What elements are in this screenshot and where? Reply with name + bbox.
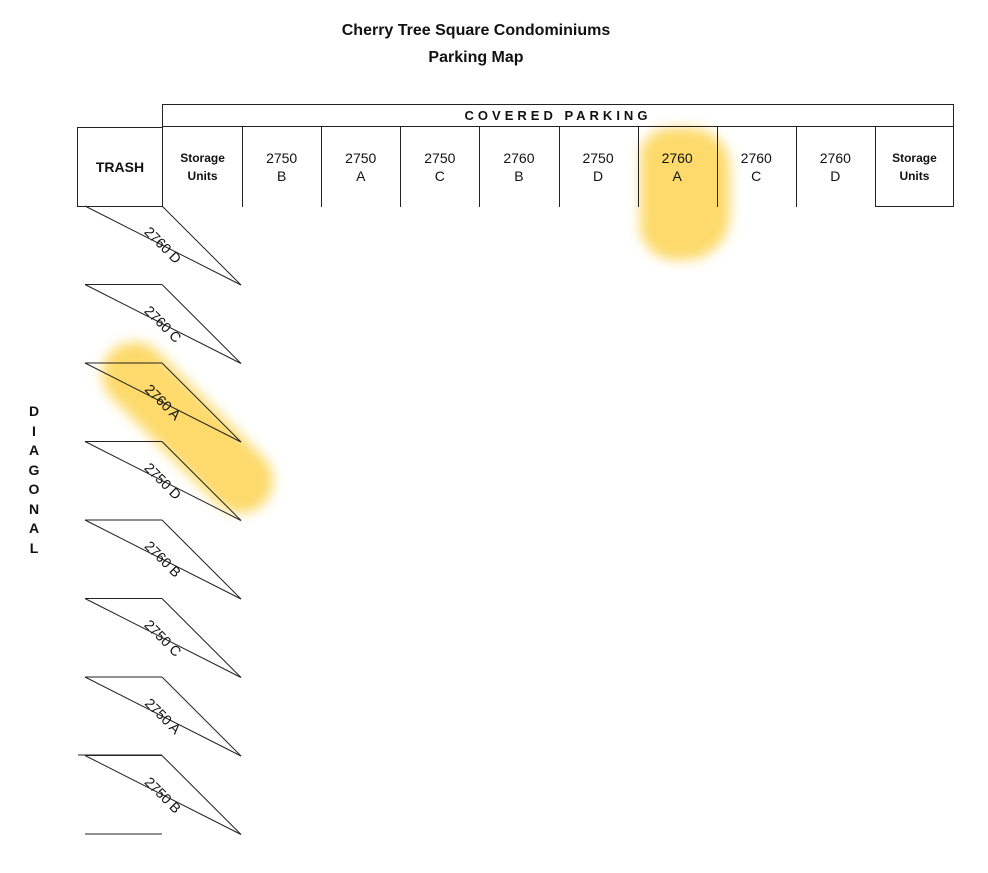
stall-divider	[637, 127, 639, 207]
spot-building: 2760	[503, 150, 535, 166]
diagonal-stall-line	[161, 676, 242, 757]
spot-unit: B	[276, 168, 287, 184]
diagonal-stall-line	[161, 441, 242, 521]
spot-building: 2750	[345, 150, 377, 166]
stall-divider	[400, 127, 402, 207]
diagonal-stall-line	[161, 362, 242, 443]
side-label-letter: N	[28, 500, 40, 517]
diagonal-stall-line	[84, 362, 242, 443]
side-label-letter: A	[28, 520, 40, 536]
covered-parking-header: COVERED PARKING	[162, 104, 954, 127]
spot-building: 2760	[661, 150, 693, 166]
diagonal-stall-line	[84, 284, 242, 364]
diagonal-stall-line	[84, 755, 242, 835]
stall-divider	[242, 127, 244, 207]
spot-unit: D	[830, 168, 841, 184]
diagonal-stall-line	[161, 755, 242, 835]
spot-building: Storage	[180, 151, 225, 165]
page-title: Cherry Tree Square Condominiums	[341, 22, 611, 39]
side-label-letter: L	[29, 539, 39, 556]
stall-divider	[795, 127, 797, 207]
side-label-letter: A	[28, 442, 40, 458]
spot-unit: B	[514, 168, 524, 184]
stall-divider	[321, 127, 323, 207]
side-label-letter: O	[28, 481, 40, 497]
diagonal-stall-line	[84, 441, 242, 521]
diagonal-stall-line	[84, 519, 242, 600]
spot-unit: C	[751, 168, 762, 184]
trash-area: TRASH	[77, 127, 163, 207]
stall-divider	[479, 127, 481, 207]
spot-building: 2760	[740, 150, 772, 166]
spot-unit: D	[592, 168, 604, 184]
spot-building: 2750	[582, 150, 614, 166]
spot-building: 2750	[424, 150, 456, 166]
page-subtitle: Parking Map	[428, 49, 524, 66]
spot-unit: A	[356, 168, 366, 184]
side-label-letter: D	[28, 403, 40, 419]
stall-divider	[558, 127, 560, 207]
spot-building: 2760	[819, 150, 851, 166]
spot-unit: Units	[899, 168, 930, 183]
diagonal-stall-line	[161, 519, 242, 600]
diagonal-stall-line	[84, 676, 242, 757]
diagonal-stall-line	[84, 598, 242, 678]
diagonal-stall-line	[84, 205, 242, 286]
spot-building: Storage	[892, 150, 937, 165]
diagonal-stall-line	[161, 284, 242, 364]
spot-unit: C	[434, 168, 445, 184]
spot-unit: Units	[187, 169, 218, 183]
highlight-covered-2760a	[640, 128, 730, 260]
spot-unit: A	[672, 168, 682, 184]
diagonal-stall-line	[161, 205, 242, 286]
diagonal-stall-line	[161, 598, 242, 678]
spot-building: 2750	[266, 150, 298, 166]
side-label-letter: I	[32, 422, 36, 439]
side-label-letter: G	[28, 461, 40, 478]
stall-divider	[716, 127, 718, 207]
